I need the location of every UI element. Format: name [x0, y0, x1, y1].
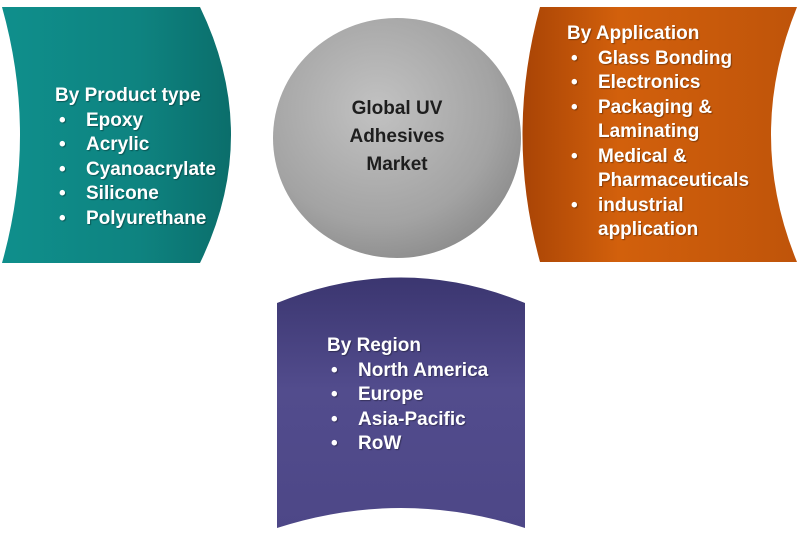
- center-title: Global UV Adhesives Market: [322, 95, 472, 179]
- list-item-continuation: Pharmaceuticals: [598, 170, 750, 191]
- list-item: Electronics: [567, 71, 749, 96]
- product-type-list: Epoxy Acrylic Cyanoacrylate Silicone Pol…: [55, 109, 216, 232]
- list-item: Silicone: [55, 182, 216, 207]
- list-item: Medical &: [567, 145, 749, 170]
- center-title-line: Adhesives: [349, 126, 445, 147]
- list-item: Cyanoacrylate: [55, 158, 216, 183]
- center-title-line: Global UV: [351, 98, 443, 119]
- list-item: North America: [327, 359, 488, 384]
- list-item: industrial: [567, 194, 749, 219]
- list-item: Epoxy: [55, 109, 216, 134]
- list-item-continuation: application: [598, 219, 699, 240]
- list-item: Glass Bonding: [567, 47, 749, 72]
- list-item: Acrylic: [55, 133, 216, 158]
- list-item: Asia-Pacific: [327, 408, 488, 433]
- region-list: North America Europe Asia-Pacific RoW: [327, 359, 488, 457]
- application-list: Glass Bonding Electronics Packaging & La…: [567, 47, 749, 243]
- region-heading: By Region: [327, 335, 421, 356]
- global-market-circle: [273, 18, 521, 258]
- region-segment: By Region North America Europe Asia-Paci…: [327, 334, 488, 457]
- center-title-line: Market: [366, 154, 428, 175]
- list-item-continuation: Laminating: [598, 121, 700, 142]
- product-type-heading: By Product type: [55, 85, 201, 106]
- application-segment: By Application Glass Bonding Electronics…: [567, 22, 749, 243]
- application-heading: By Application: [567, 23, 700, 44]
- list-item: RoW: [327, 432, 488, 457]
- list-item: Europe: [327, 383, 488, 408]
- list-item: Polyurethane: [55, 207, 216, 232]
- product-type-segment: By Product type Epoxy Acrylic Cyanoacryl…: [55, 84, 216, 231]
- list-item: Packaging &: [567, 96, 749, 121]
